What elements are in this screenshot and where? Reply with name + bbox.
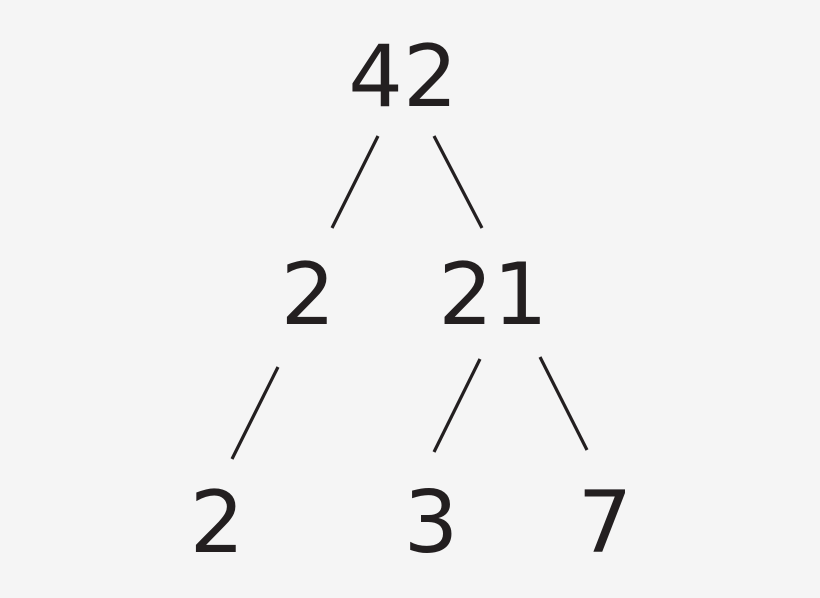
edge-21-to-7	[538, 356, 589, 451]
edge-21-to-3	[432, 358, 482, 453]
node-prime-3: 3	[403, 473, 459, 573]
node-factor-21: 21	[438, 245, 548, 345]
edge-2-to-2	[230, 366, 280, 460]
node-factor-2: 2	[280, 245, 336, 345]
edge-42-to-21	[432, 135, 484, 229]
edge-42-to-2	[330, 135, 380, 229]
node-root-42: 42	[348, 27, 458, 127]
node-prime-2: 2	[189, 473, 245, 573]
node-prime-7: 7	[577, 473, 633, 573]
